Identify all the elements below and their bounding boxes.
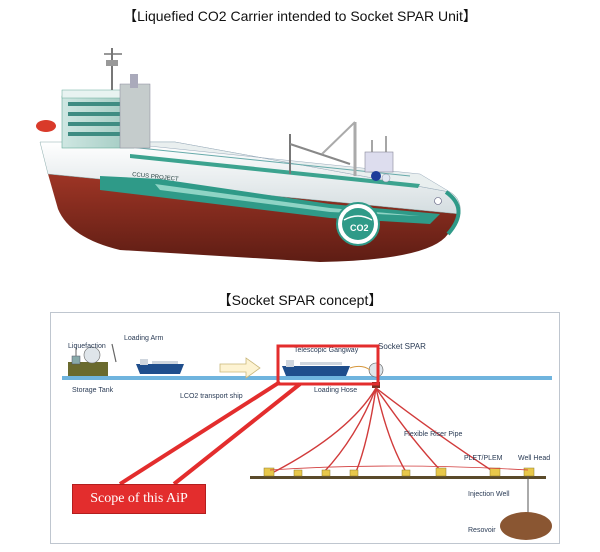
co2-carrier-illustration: CCUS PROJECT CO2: [36, 48, 461, 262]
label-loading-hose: Loading Hose: [314, 387, 357, 394]
seabed: [250, 476, 546, 479]
label-storage-tank: Storage Tank: [72, 387, 114, 394]
storage-tank-platform: [68, 362, 108, 376]
deck: [109, 141, 451, 193]
transport-arrow: [219, 357, 261, 379]
co2-logo-text: CO2: [350, 223, 369, 233]
label-well-head: Well Head: [518, 455, 550, 462]
lifeboat: [36, 120, 56, 132]
label-socket-spar: Socket SPAR: [378, 342, 426, 351]
reservoir: [500, 512, 552, 540]
label-injection-well: Injection Well: [468, 491, 510, 498]
socket-spar: [368, 362, 384, 378]
label-flexible-riser-pipe: Flexible Riser Pipe: [404, 431, 462, 438]
flexible-riser-pipes: [273, 387, 495, 473]
seabed-equipment: [263, 467, 535, 477]
label-plet-plem: PLET/PLEM: [464, 455, 503, 462]
lco2-ship-at-terminal: [136, 364, 184, 374]
label-loading-arm: Loading Arm: [124, 335, 163, 342]
hull-name: CCUS PROJECT: [132, 172, 179, 183]
label-lco2-transport-ship: LCO2 transport ship: [180, 393, 243, 400]
concept-figure-title: 【Socket SPAR concept】: [217, 292, 383, 308]
scope-highlight-box: [276, 344, 380, 386]
label-telescopic-gangway: Telescopic Gangway: [294, 347, 359, 354]
lco2-ship-at-spar: [282, 366, 350, 376]
label-liquefaction: Liquefaction: [68, 343, 106, 350]
scope-of-aip-label: Scope of this AiP: [72, 484, 206, 514]
sea-surface: [62, 376, 552, 380]
label-reservoir: Resovoir: [468, 527, 496, 534]
ship-figure-title: 【Liquefied CO2 Carrier intended to Socke…: [123, 8, 477, 24]
